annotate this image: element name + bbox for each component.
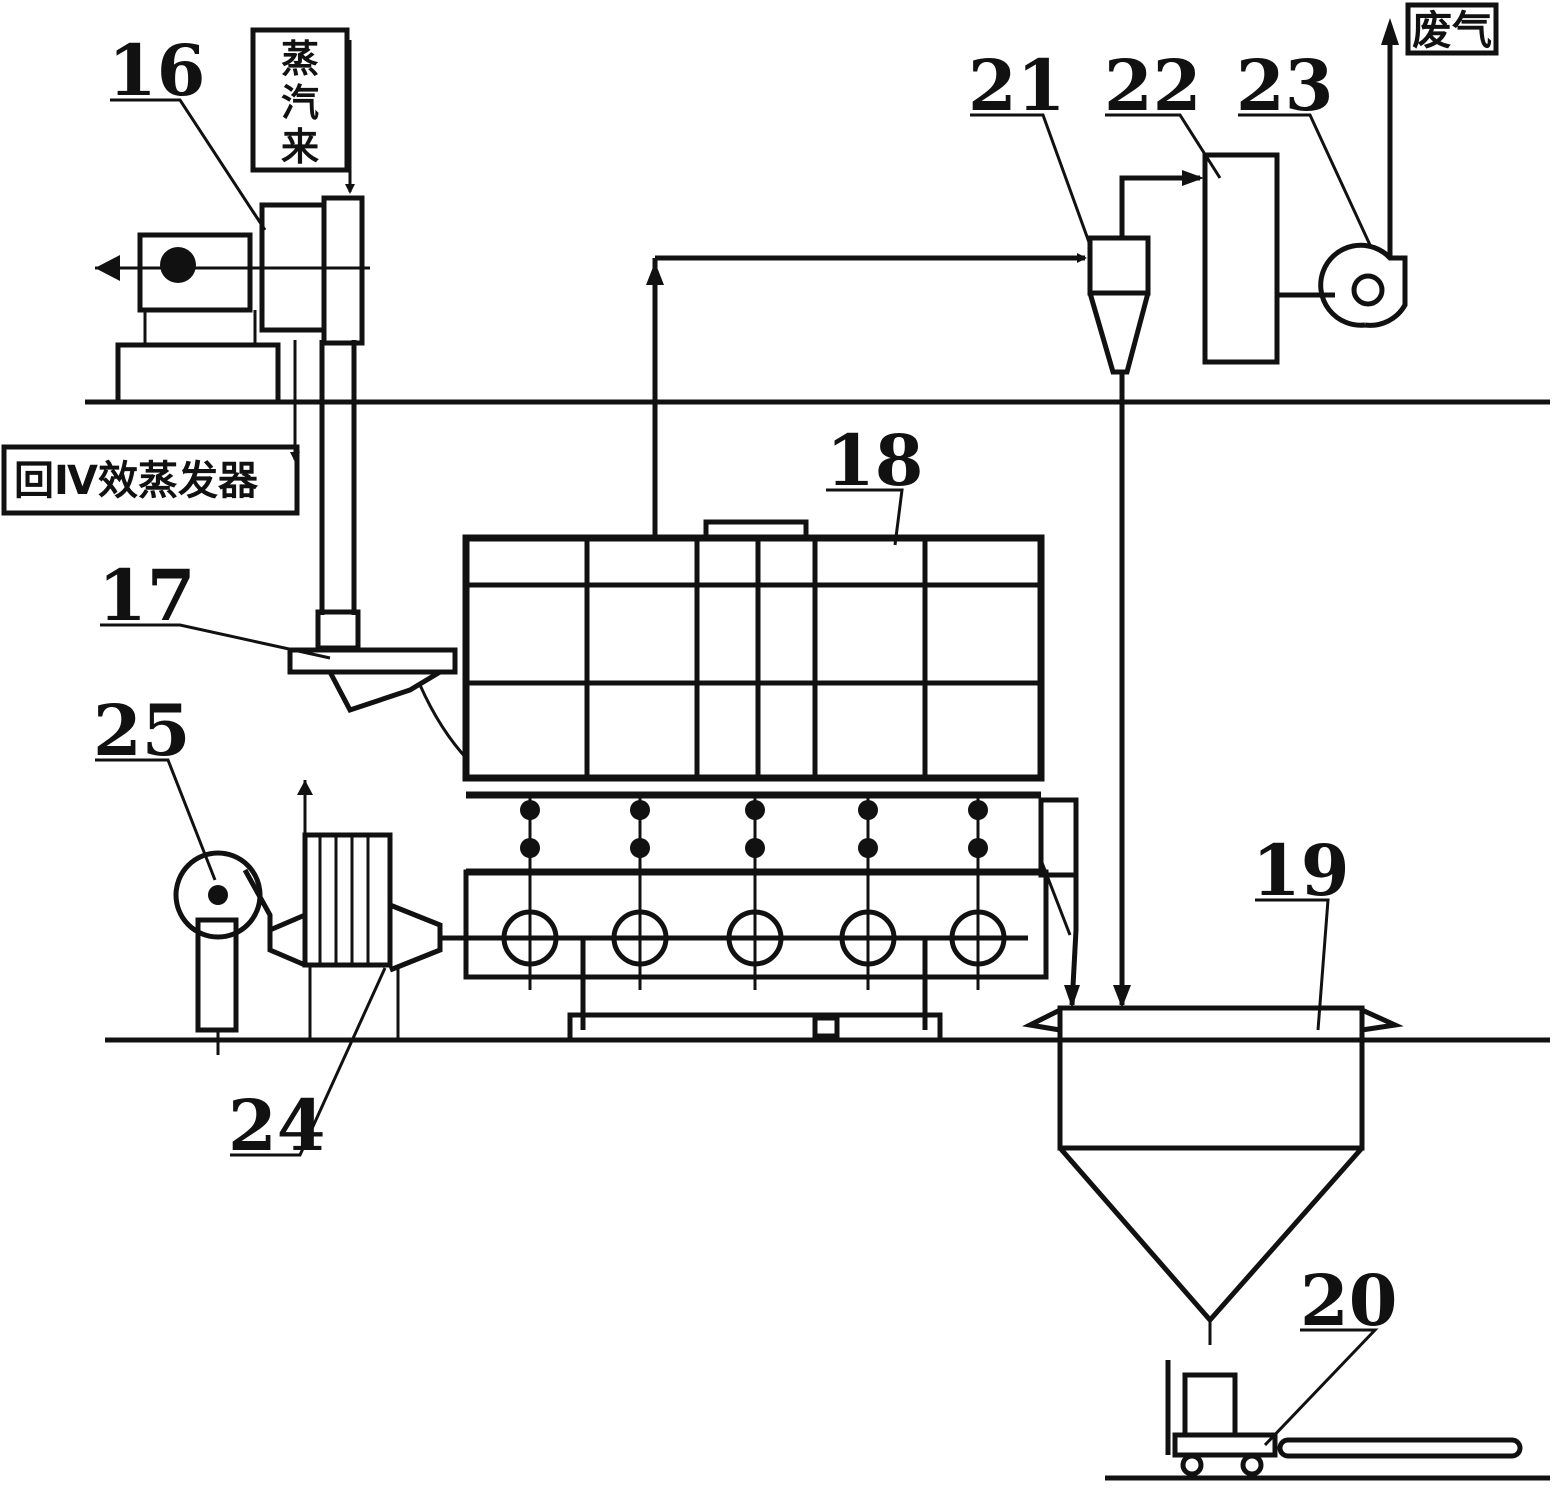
equipment-24 [267, 780, 443, 1040]
dryer-base [567, 1012, 943, 1043]
leader-21 [970, 113, 1092, 246]
exhaust-label: 废气 [1405, 2, 1499, 56]
cart-bag [1182, 1372, 1238, 1438]
heater-body [302, 832, 393, 968]
leader-17 [100, 623, 331, 660]
return-evaporator: 回Ⅳ效蒸发器 [1, 340, 300, 516]
dryer-outlet-box [1038, 797, 1079, 878]
equipment-16 [95, 195, 370, 405]
label-25: 25 [93, 689, 190, 772]
heater-steam-arrow [297, 780, 313, 795]
blower-duct [242, 868, 273, 930]
cyclone-outlet [1119, 175, 1200, 238]
equipment-16-nozzle [95, 255, 120, 281]
cart-wheel-b [1240, 1453, 1264, 1477]
leader-24 [230, 967, 387, 1157]
return-evaporator-box [1, 444, 300, 516]
dryer-frame [462, 534, 1045, 782]
leader-25 [95, 758, 217, 881]
air-nozzle-5 [949, 909, 1007, 967]
exhaust-label-box [1405, 2, 1499, 56]
label-16: 16 [108, 29, 205, 112]
dryer-top-cap [703, 519, 809, 541]
equipment-21 [1087, 170, 1204, 375]
exhaust-label-text: 废气 [1412, 8, 1492, 54]
equipment-16-motor [137, 232, 253, 313]
label-20: 20 [1300, 1259, 1397, 1342]
equipment-16-base [115, 342, 281, 405]
number-labels: 16 17 18 19 20 21 22 23 24 25 [93, 29, 1397, 1342]
silo-lip-left [1022, 1005, 1063, 1033]
air-header [440, 909, 1028, 967]
cart-wheel-a [1180, 1453, 1204, 1477]
equipment-19 [1022, 1005, 1404, 1345]
equipment-22 [1202, 152, 1335, 365]
return-evaporator-text: 回Ⅳ效蒸发器 [14, 458, 259, 504]
leader-19 [1255, 898, 1330, 1031]
equipment-23 [1318, 18, 1408, 328]
fan-casing [1318, 242, 1408, 328]
equipment-17-body [315, 609, 361, 651]
steam-inlet-char-3: 来 [281, 125, 319, 169]
cyclone-cone [1087, 292, 1151, 375]
fan-hub [1351, 273, 1385, 307]
label-21: 21 [968, 44, 1065, 127]
bed-valve-2 [630, 795, 650, 990]
label-24: 24 [228, 1084, 325, 1167]
pipes-16-17 [319, 340, 357, 615]
label-23: 23 [1236, 44, 1333, 127]
equipment-20 [1165, 1360, 1523, 1477]
exhaust-duct [646, 253, 1087, 538]
equipment-17-conveyor [287, 647, 458, 675]
dryer-foot [812, 1015, 840, 1039]
leaders [95, 98, 1379, 1447]
silo-body [1057, 1005, 1365, 1151]
steam-inlet-char-2: 汽 [281, 81, 319, 125]
equipment-17-chute [327, 669, 442, 714]
equipment-17 [287, 609, 470, 762]
heater-inlet-cone [267, 912, 306, 968]
label-18: 18 [826, 419, 923, 502]
leader-16 [110, 98, 267, 231]
equipment-16-tower [321, 195, 365, 346]
steam-inlet-char-1: 蒸 [281, 37, 319, 81]
label-17: 17 [98, 554, 195, 637]
cart-track [1277, 1437, 1523, 1459]
leader-20 [1263, 1328, 1379, 1447]
cyclone-body [1087, 235, 1151, 296]
bag-filter-body [1202, 152, 1280, 365]
equipment-25 [173, 850, 273, 1055]
dryer-discharge [1039, 800, 1080, 1008]
label-19: 19 [1252, 829, 1349, 912]
blower-hub [208, 885, 228, 905]
steam-inlet-box [250, 27, 350, 173]
silo-lip-right [1359, 1006, 1404, 1033]
equipment-17-feed-line [418, 684, 470, 762]
air-nozzle-4 [839, 909, 897, 967]
leader-18 [826, 488, 904, 546]
label-22: 22 [1104, 44, 1201, 127]
heater-outlet-cone [389, 902, 443, 973]
cyclone-discharge [1113, 372, 1131, 1008]
air-nozzle-1 [501, 909, 559, 967]
steam-inlet: 蒸 汽 来 [250, 27, 355, 194]
cart-platform [1172, 1432, 1278, 1458]
equipment-16-motor-core [160, 247, 196, 283]
air-nozzle-2 [611, 909, 669, 967]
leader-23 [1238, 113, 1372, 246]
air-nozzle-3 [726, 909, 784, 967]
